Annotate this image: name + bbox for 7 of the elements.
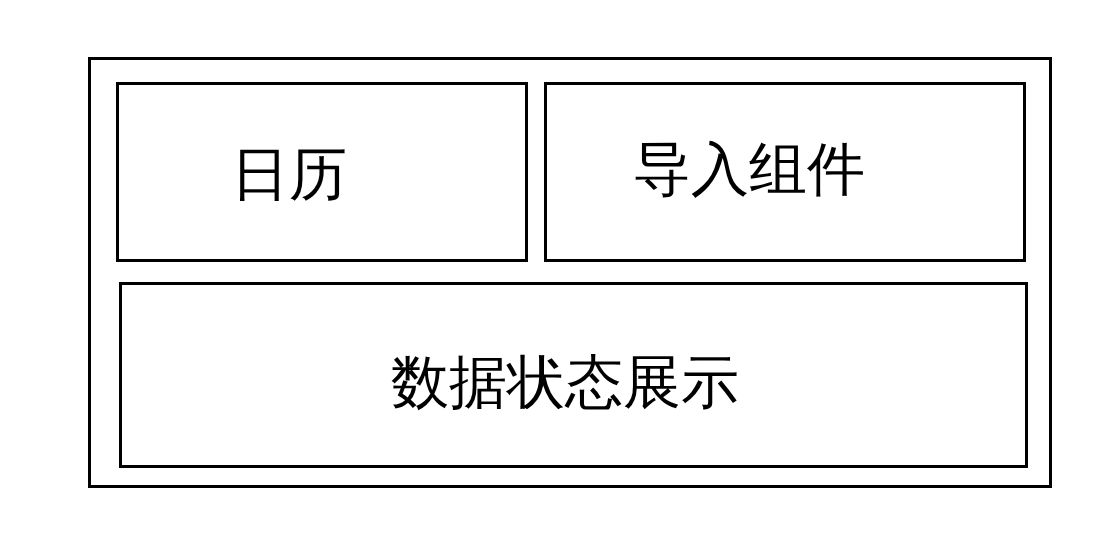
section-title: 数据状态展示: [391, 353, 739, 411]
section-panel: [119, 282, 1028, 468]
section-panel: [116, 82, 528, 262]
section-title: 日历: [231, 145, 347, 203]
section-panel: [544, 82, 1026, 262]
section-title: 导入组件: [633, 140, 865, 198]
page-frame: [88, 57, 1052, 488]
